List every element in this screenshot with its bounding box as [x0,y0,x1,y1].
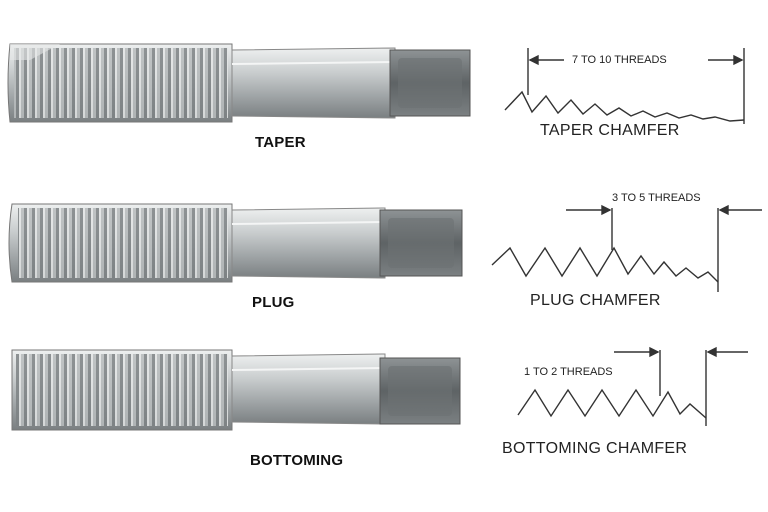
taper-thread-count: 7 TO 10 THREADS [572,54,667,66]
plug-tap-image [8,203,463,283]
bottoming-chamfer-profile [517,346,748,426]
taper-chamfer-title: TAPER CHAMFER [540,122,680,139]
plug-label: PLUG [252,294,295,311]
taper-chamfer-profile [504,48,745,124]
chamfer-diagrams [491,48,762,426]
bottoming-tap-image [11,349,461,431]
plug-chamfer-profile [491,204,762,292]
bottoming-label: BOTTOMING [250,452,344,469]
plug-thread-count: 3 TO 5 THREADS [612,192,701,204]
bottoming-thread-count: 1 TO 2 THREADS [524,366,613,378]
plug-chamfer-title: PLUG CHAMFER [530,292,661,309]
taper-tap-image [7,43,471,123]
bottoming-chamfer-title: BOTTOMING CHAMFER [502,440,688,457]
taper-label: TAPER [255,134,306,151]
